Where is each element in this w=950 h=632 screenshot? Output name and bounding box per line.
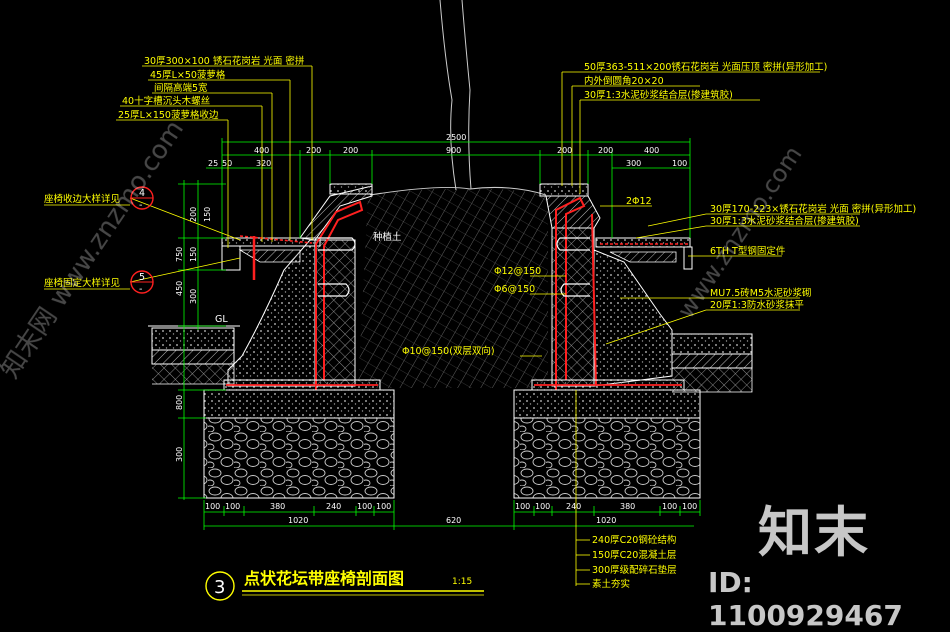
drawing-title-block: 3 点状花坛带座椅剖面图 1:15 <box>205 569 484 601</box>
bdim-r2: 100 <box>535 502 550 511</box>
detail-ref-5: 座椅固定大样详见 5 - <box>44 270 154 295</box>
rebar-label-3: Φ10@150(双层双向) <box>402 345 495 357</box>
right-low-callout-1: MU7.5砖M5水泥砂浆砌 <box>710 287 812 299</box>
left-callout-5: 25厚L×150菠萝格收边 <box>118 109 219 121</box>
bdim-l4: 240 <box>326 502 341 511</box>
bdim-l5: 100 <box>357 502 372 511</box>
vdim-2: 150 <box>203 207 212 222</box>
vdim-1: 200 <box>189 207 198 222</box>
dim-seg-7: 400 <box>644 146 659 155</box>
right-callout-low-group: MU7.5砖M5水泥砂浆砌 20厚1:3防水砂浆抹平 <box>710 287 812 311</box>
dim-right-sub-2: 100 <box>672 159 687 168</box>
layer-note-3: 300厚级配碎石垫层 <box>592 564 677 576</box>
left-vertical-dim-text: 200 150 750 150 450 300 800 300 <box>175 207 212 462</box>
bdim-right-total: 1020 <box>596 516 616 525</box>
detail-ref-5-sub: - <box>139 284 142 295</box>
bdim-l1: 100 <box>205 502 220 511</box>
layer-note-2: 150厚C20混凝土层 <box>592 549 676 561</box>
bottom-dimensions <box>203 500 701 530</box>
dim-left-sub-3: 320 <box>256 159 271 168</box>
leader-lines <box>116 65 860 586</box>
vdim-6: 300 <box>189 289 198 304</box>
right-foundation <box>513 389 701 499</box>
brand-logo-watermark: 知末 <box>758 501 870 564</box>
vdim-7: 800 <box>175 395 184 410</box>
bdim-r1: 100 <box>515 502 530 511</box>
dim-left-sub-2: 50 <box>222 159 232 168</box>
drawing-scale: 1:15 <box>452 577 472 587</box>
top-dimensions <box>206 138 691 238</box>
right-callout-top-group: 50厚363-511×200锈石花岗岩 光面压顶 密拼(异形加工) 内外倒圆角2… <box>584 61 827 101</box>
rebar-label-group: Φ12@150 Φ6@150 Φ10@150(双层双向) <box>402 266 541 357</box>
vdim-4: 150 <box>189 247 198 262</box>
id-watermark: ID: 1100929467 <box>708 566 903 632</box>
drawing-title: 点状花坛带座椅剖面图 <box>244 569 404 588</box>
bdim-left-total: 1020 <box>288 516 308 525</box>
layer-note-4: 素土夯实 <box>592 578 630 590</box>
rebar-label-1: Φ12@150 <box>494 266 541 277</box>
right-callout-mid-group: 2Φ12 30厚170-223×锈石花岗岩 光面 密拼(异形加工) 30厚1:3… <box>626 196 916 257</box>
bdim-l2: 100 <box>225 502 240 511</box>
dim-right-sub-1: 300 <box>626 159 641 168</box>
bdim-l3: 380 <box>270 502 285 511</box>
bottom-dim-text: 100 100 380 240 100 100 1020 620 100 100… <box>205 502 697 525</box>
right-mid-callout-4: 6TH T型钢固定件 <box>710 245 786 257</box>
layer-note-1: 240厚C20钢砼结构 <box>592 534 676 546</box>
detail-ref-5-num: 5 <box>139 272 145 283</box>
right-low-callout-2: 20厚1:3防水砂浆抹平 <box>710 299 804 311</box>
left-callout-3: 间隔高端5宽 <box>154 82 208 94</box>
dim-seg-6: 200 <box>598 146 613 155</box>
dim-left-sub-1: 25 <box>208 159 218 168</box>
dim-seg-2: 200 <box>306 146 321 155</box>
right-top-callout-2: 内外倒圆角20×20 <box>584 75 664 87</box>
right-mid-callout-1: 2Φ12 <box>626 196 652 207</box>
right-mid-callout-2: 30厚170-223×锈石花岗岩 光面 密拼(异形加工) <box>710 203 916 215</box>
right-top-callout-1: 50厚363-511×200锈石花岗岩 光面压顶 密拼(异形加工) <box>584 61 827 73</box>
detail-ref-4-text: 座椅收边大样详见 <box>44 193 120 205</box>
left-ground: GL <box>148 314 240 385</box>
bdim-r5: 100 <box>662 502 677 511</box>
bdim-l6: 100 <box>376 502 391 511</box>
left-foundation <box>203 389 395 499</box>
vdim-8: 300 <box>175 447 184 462</box>
bdim-r4: 380 <box>620 502 635 511</box>
bdim-r3: 240 <box>566 502 581 511</box>
detail-ref-4-sub: - <box>139 200 142 211</box>
bdim-r6: 100 <box>682 502 697 511</box>
right-mid-callout-3: 30厚1:3水泥砂浆结合层(掺建筑胶) <box>710 215 859 227</box>
right-ground <box>671 333 753 393</box>
drawing-number: 3 <box>214 577 225 598</box>
top-dim-text: 2500 400 200 200 900 200 200 400 25 50 3… <box>208 133 687 168</box>
planting-soil: 种植土 <box>358 0 548 388</box>
left-callout-4: 40十字槽沉头木螺丝 <box>122 95 210 107</box>
dim-seg-5: 200 <box>557 146 572 155</box>
dim-seg-4: 900 <box>446 146 461 155</box>
rebar-label-2: Φ6@150 <box>494 284 535 295</box>
detail-ref-4: 座椅收边大样详见 4 - <box>44 186 154 211</box>
soil-label: 种植土 <box>373 231 402 243</box>
vdim-3: 750 <box>175 247 184 262</box>
right-top-callout-3: 30厚1:3水泥砂浆结合层(掺建筑胶) <box>584 89 733 101</box>
detail-ref-4-num: 4 <box>139 188 145 199</box>
left-callout-1: 30厚300×100 锈石花岗岩 光面 密拼 <box>144 55 305 67</box>
drawing-number-bubble <box>205 571 235 601</box>
left-callout-group: 30厚300×100 锈石花岗岩 光面 密拼 45厚L×50菠萝格 间隔高端5宽… <box>118 55 305 121</box>
left-planter-wall <box>221 183 381 391</box>
vdim-5: 450 <box>175 281 184 296</box>
ground-level-label: GL <box>215 314 228 325</box>
left-callout-2: 45厚L×50菠萝格 <box>150 69 226 81</box>
dim-overall: 2500 <box>446 133 466 142</box>
bdim-middle: 620 <box>446 516 461 525</box>
detail-ref-5-text: 座椅固定大样详见 <box>44 277 120 289</box>
dim-seg-3: 200 <box>343 146 358 155</box>
layer-notes-group: 240厚C20钢砼结构 150厚C20混凝土层 300厚级配碎石垫层 素土夯实 <box>592 534 677 590</box>
right-planter-wall <box>531 183 693 391</box>
